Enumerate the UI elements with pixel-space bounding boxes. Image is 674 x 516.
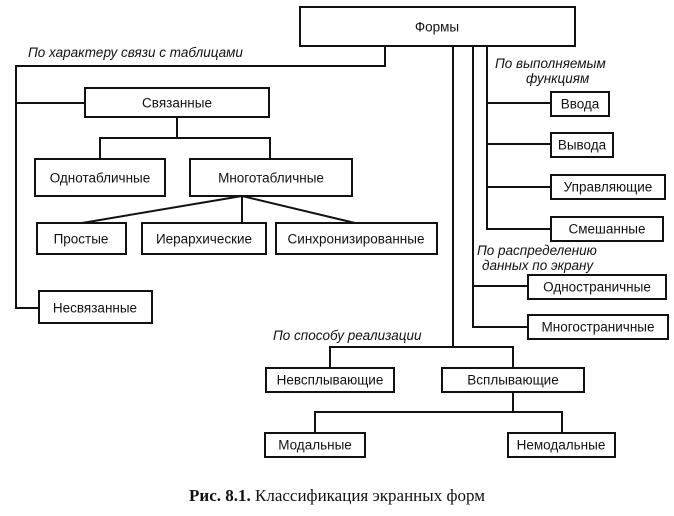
node-popup: Всплывающие [441,367,585,393]
svg-text:Многостраничные: Многостраничные [542,320,655,335]
forms-classification-diagram: По характеру связи с таблицами По выполн… [15,6,669,458]
node-synchronized: Синхронизированные [275,222,438,255]
svg-text:Одностраничные: Одностраничные [543,280,651,295]
figure-number: Рис. 8.1. [189,486,251,505]
svg-text:Ввода: Ввода [561,97,600,112]
svg-text:Простые: Простые [54,232,109,247]
group-label-by-distribution-line2: данных по экрану [482,258,594,273]
node-modeless: Немодальные [507,432,616,458]
node-non-popup: Невсплывающие [265,367,395,393]
node-mixed: Смешанные [550,216,664,242]
group-label-by-function-line1: По выполняемым [495,56,606,71]
node-modal: Модальные [264,432,366,458]
figure-caption-text: Классификация экранных форм [255,486,485,505]
svg-text:Формы: Формы [415,20,459,35]
group-label-by-function-line2: функциям [526,71,589,86]
svg-text:Всплывающие: Всплывающие [467,373,558,388]
node-control: Управляющие [550,174,666,200]
svg-text:Однотабличные: Однотабличные [50,171,151,186]
node-output: Вывода [550,132,614,158]
svg-text:Несвязанные: Несвязанные [53,301,137,316]
svg-text:Невсплывающие: Невсплывающие [277,373,384,388]
svg-text:Управляющие: Управляющие [564,180,653,195]
svg-text:Немодальные: Немодальные [517,438,606,453]
node-linked: Связанные [84,87,270,118]
group-label-by-implementation: По способу реализации [273,328,422,343]
group-label-by-distribution-line1: По распределению [477,243,597,258]
connectors [15,46,563,433]
node-unlinked: Несвязанные [38,290,153,324]
svg-text:Вывода: Вывода [558,138,607,153]
node-root-forms: Формы [299,6,576,47]
svg-text:Многотабличные: Многотабличные [218,171,324,186]
node-hierarchical: Иерархические [141,222,267,255]
svg-text:Связанные: Связанные [142,96,212,111]
node-multi-page: Многостраничные [527,314,669,340]
group-label-by-relation: По характеру связи с таблицами [28,45,243,60]
node-single-page: Одностраничные [527,274,667,300]
svg-text:Модальные: Модальные [278,438,352,453]
svg-text:Смешанные: Смешанные [569,222,646,237]
node-multi-table: Многотабличные [189,158,353,197]
svg-text:Синхронизированные: Синхронизированные [288,232,425,247]
svg-text:Иерархические: Иерархические [156,232,252,247]
figure-caption: Рис. 8.1. Классификация экранных форм [0,486,674,506]
node-single-table: Однотабличные [34,158,166,197]
node-input: Ввода [550,91,610,117]
node-simple: Простые [36,222,127,255]
